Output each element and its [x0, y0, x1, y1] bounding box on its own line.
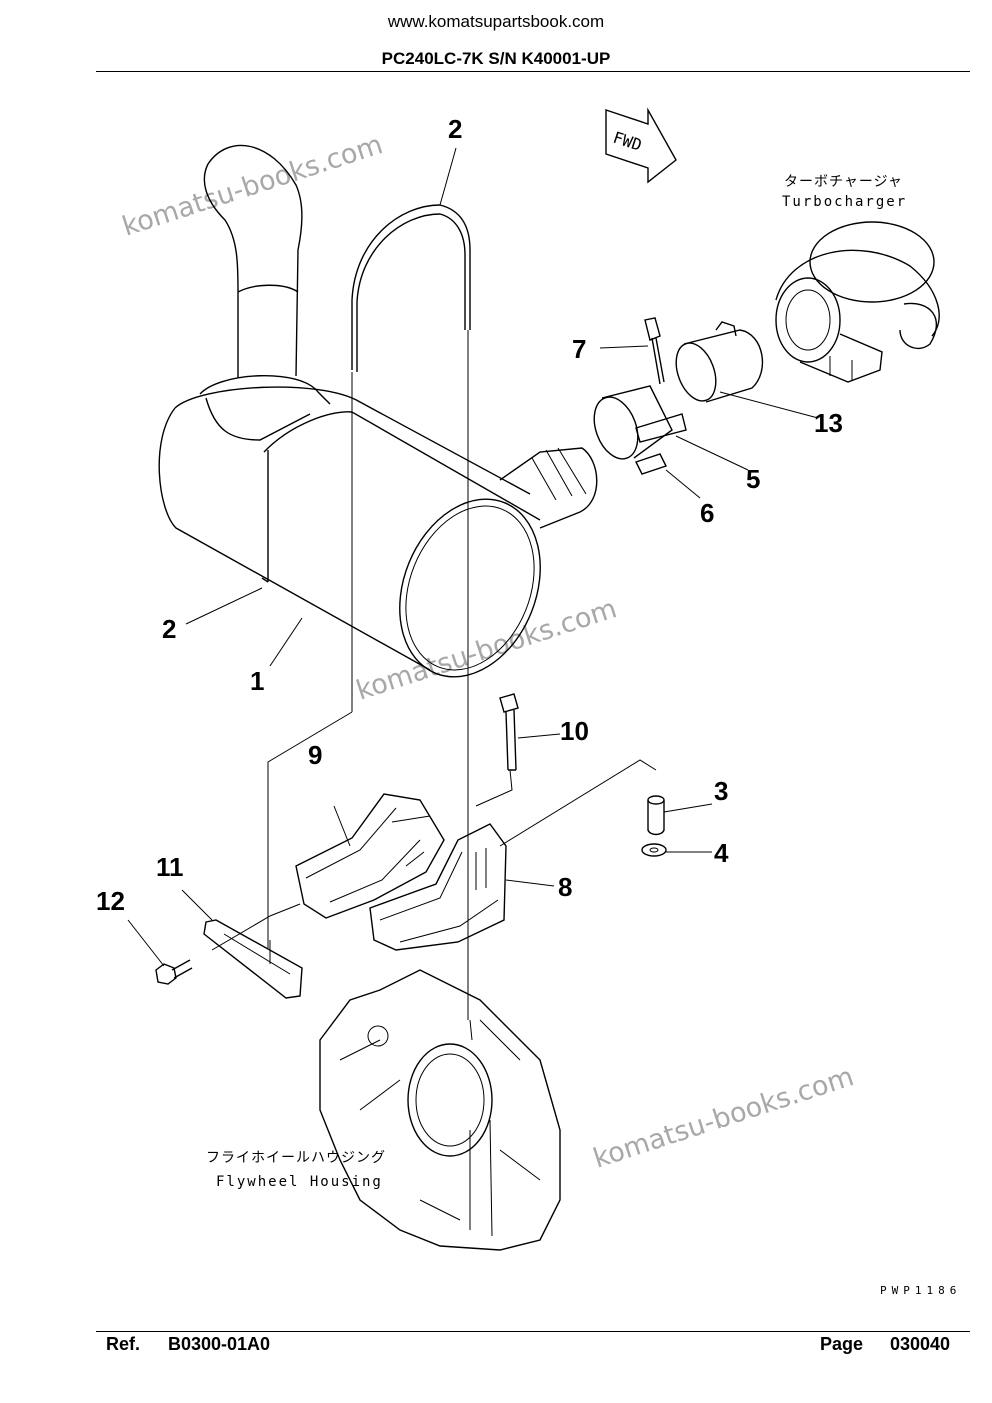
- site-url[interactable]: www.komatsupartsbook.com: [387, 12, 605, 31]
- watermark: komatsu-books.com: [590, 1061, 858, 1174]
- callout-10: 10: [560, 716, 589, 746]
- bracket-9: [295, 793, 445, 919]
- turbocharger-label-en: Turbocharger: [782, 194, 907, 210]
- callout-9: 9: [308, 740, 322, 770]
- washer: [641, 843, 667, 857]
- turbocharger: [775, 221, 940, 383]
- u-bolt: [351, 204, 471, 1020]
- callout-1: 1: [250, 666, 264, 696]
- flywheel-housing: [319, 969, 561, 1251]
- callout-4: 4: [714, 838, 729, 868]
- muffler: [158, 144, 598, 678]
- bolt-12: [155, 959, 193, 985]
- callout-6: 6: [700, 498, 714, 528]
- figure-code: PWP1186: [880, 1284, 961, 1297]
- callout-3: 3: [714, 776, 728, 806]
- clamp-assembly: [593, 317, 764, 475]
- callout-13: 13: [814, 408, 843, 438]
- leader-lines: [127, 147, 819, 1041]
- header-rule: [96, 71, 970, 72]
- page-label: Page: [820, 1334, 864, 1354]
- fwd-label: FWD: [611, 128, 644, 155]
- footer-rule: [96, 1331, 970, 1332]
- callout-2-left: 2: [162, 614, 176, 644]
- callout-2-top: 2: [448, 114, 462, 144]
- plate-11: [203, 919, 303, 999]
- fwd-arrow-icon: FWD: [605, 107, 677, 184]
- flywheel-label-jp: フライホイールハウジング: [206, 1150, 386, 1166]
- callout-11: 11: [156, 852, 184, 882]
- callout-5: 5: [746, 464, 760, 494]
- page-value: 030040: [890, 1334, 951, 1354]
- bolt-10: [499, 693, 519, 771]
- turbocharger-label-jp: ターボチャージャ: [784, 174, 903, 190]
- callout-12: 12: [96, 886, 125, 916]
- callout-7: 7: [572, 334, 586, 364]
- callout-8: 8: [558, 872, 572, 902]
- ref-value: B0300-01A0: [168, 1334, 271, 1354]
- model-title: PC240LC-7K S/N K40001-UP: [381, 49, 611, 68]
- watermark: komatsu-books.com: [119, 129, 387, 242]
- bushing: [647, 795, 665, 836]
- ref-label: Ref.: [106, 1334, 141, 1354]
- bracket-8: [369, 823, 507, 951]
- flywheel-label-en: Flywheel Housing: [216, 1174, 383, 1190]
